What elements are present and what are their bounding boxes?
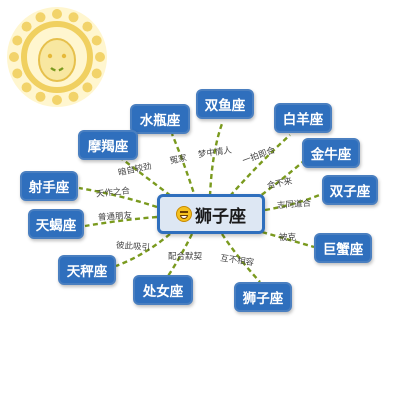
- sun-ray: [95, 52, 105, 62]
- connector-shuangyu: [208, 120, 225, 197]
- node-shuiping: 水瓶座: [130, 104, 190, 134]
- connector-sheshou: [78, 186, 158, 209]
- sun-ray: [9, 52, 19, 62]
- sun-ray: [91, 68, 102, 79]
- sun-ray: [68, 91, 79, 102]
- relation-tianxie: 普通朋友: [97, 210, 133, 224]
- node-shuangzi: 双子座: [322, 175, 378, 205]
- node-jinniu: 金牛座: [302, 138, 360, 168]
- connector-shuangzi: [264, 192, 323, 212]
- node-shuangyu: 双鱼座: [196, 89, 254, 119]
- node-mojie: 摩羯座: [78, 130, 138, 160]
- sun-ray: [21, 21, 32, 32]
- sun-ray: [68, 12, 79, 23]
- connector-tianxie: [84, 215, 158, 228]
- node-sheshou: 射手座: [20, 171, 78, 201]
- node-juxie: 巨蟹座: [314, 233, 372, 263]
- sun-ray: [52, 95, 62, 105]
- connector-chunv: [167, 233, 194, 277]
- sun-ray: [82, 82, 93, 93]
- relation-shuangzi: 志同道合: [276, 198, 312, 212]
- grin-emoji-icon: [176, 206, 192, 222]
- relation-juxie: 被克: [279, 233, 297, 243]
- relation-chunv: 配合默契: [168, 252, 203, 262]
- node-baiyang: 白羊座: [274, 103, 332, 133]
- node-tiancheng: 天秤座: [58, 255, 116, 285]
- node-chunv: 处女座: [133, 275, 193, 305]
- sun-ray: [21, 82, 32, 93]
- center-node: 狮子座: [157, 194, 265, 234]
- connector-shizi: [221, 233, 261, 283]
- relation-tiancheng: 彼此吸引: [115, 240, 151, 254]
- lion-sun-logo: [7, 7, 107, 107]
- sun-ray: [12, 68, 23, 79]
- node-shizi: 狮子座: [234, 282, 292, 312]
- center-label: 狮子座: [195, 206, 246, 227]
- sun-ray: [52, 9, 62, 19]
- connector-shuiping: [170, 133, 198, 201]
- connector-mojie: [121, 158, 185, 207]
- sun-ray: [35, 91, 46, 102]
- connector-juxie: [261, 230, 315, 249]
- sun-ray: [35, 12, 46, 23]
- connector-baiyang: [229, 134, 291, 197]
- node-tianxie: 天蝎座: [28, 209, 84, 239]
- sun-ray: [82, 21, 93, 32]
- sun-ray: [91, 35, 102, 46]
- sun-ray: [12, 35, 23, 46]
